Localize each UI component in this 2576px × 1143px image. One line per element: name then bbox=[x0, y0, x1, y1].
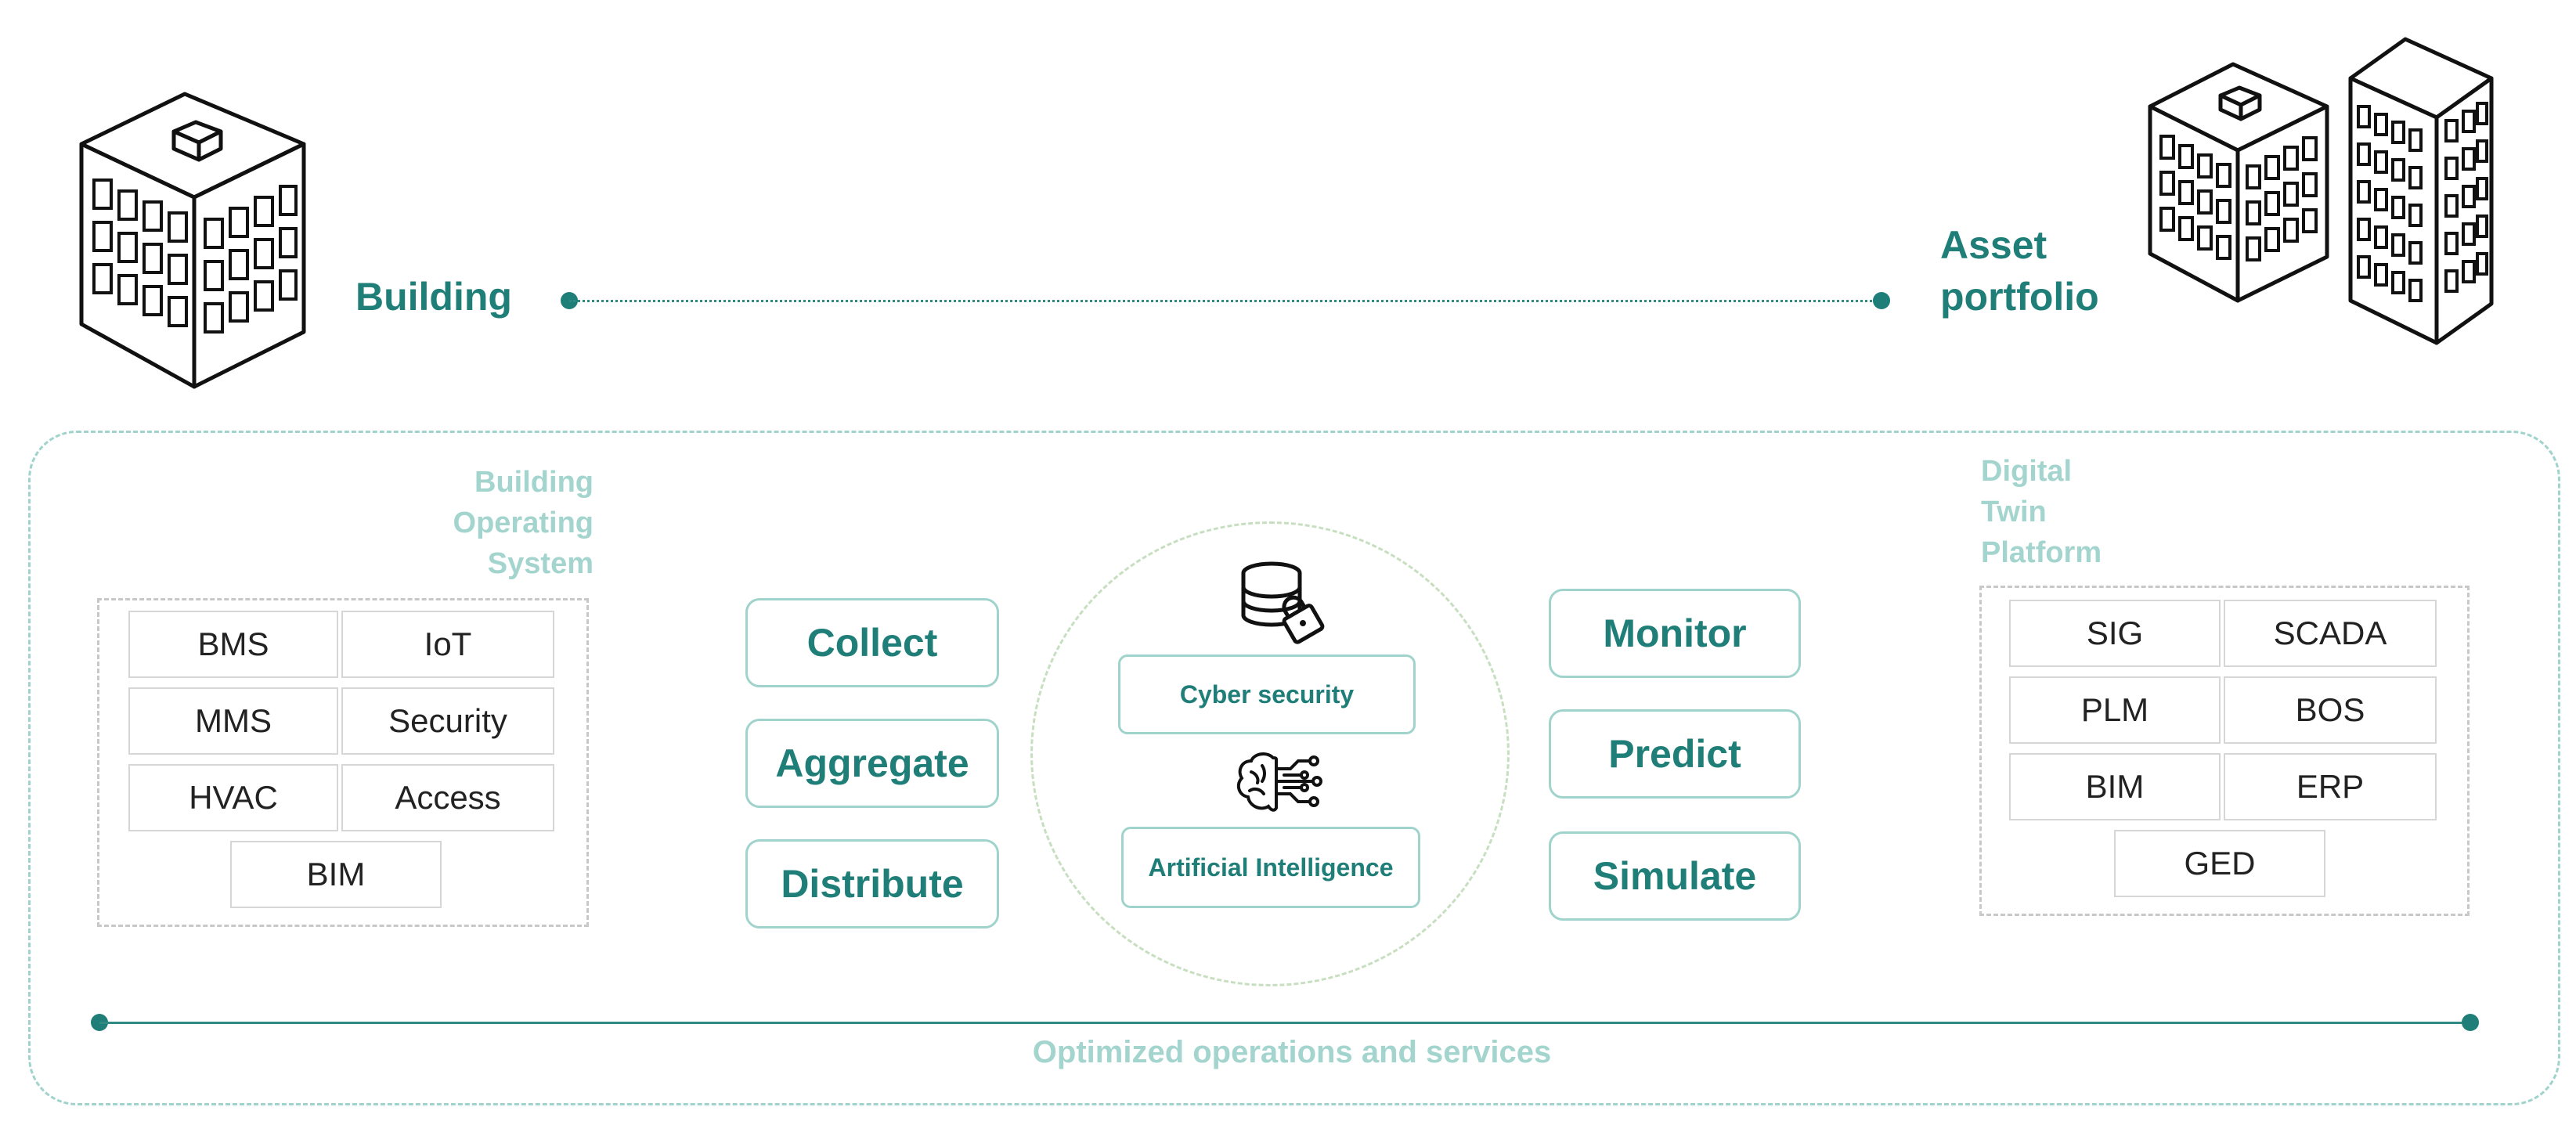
monitor-step: Monitor bbox=[1549, 589, 1801, 678]
bos-cell-hvac: HVAC bbox=[128, 764, 338, 831]
dtp-cell-bos: BOS bbox=[2224, 676, 2437, 744]
dtp-cell-erp: ERP bbox=[2224, 753, 2437, 820]
dtp-cell-scada: SCADA bbox=[2224, 600, 2437, 667]
bos-title: Building Operating System bbox=[453, 466, 593, 580]
dtp-box bbox=[1979, 586, 2470, 916]
building-label: Building bbox=[355, 275, 512, 319]
building-to-portfolio-line bbox=[569, 300, 1881, 302]
bos-box bbox=[97, 598, 589, 927]
cyber-security-box: Cyber security bbox=[1118, 654, 1416, 734]
database-lock-icon bbox=[1241, 561, 1325, 644]
dtp-cell-sig: SIG bbox=[2009, 600, 2221, 667]
platform-panel bbox=[28, 431, 2560, 1105]
bottom-line-end-dot bbox=[2462, 1014, 2479, 1031]
building-icon bbox=[79, 92, 306, 389]
timeline-end-dot bbox=[1873, 292, 1890, 309]
asset-portfolio-icon bbox=[2148, 37, 2494, 345]
simulate-step: Simulate bbox=[1549, 831, 1801, 921]
bos-cell-iot: IoT bbox=[341, 611, 554, 678]
ai-brain-icon bbox=[1236, 752, 1322, 812]
distribute-step: Distribute bbox=[745, 839, 999, 928]
bottom-line bbox=[99, 1022, 2469, 1024]
bos-cell-bim: BIM bbox=[230, 841, 442, 908]
dtp-cell-plm: PLM bbox=[2009, 676, 2221, 744]
aggregate-step: Aggregate bbox=[745, 719, 999, 808]
dtp-cell-bim: BIM bbox=[2009, 753, 2221, 820]
bos-cell-bms: BMS bbox=[128, 611, 338, 678]
artificial-intelligence-box: Artificial Intelligence bbox=[1121, 827, 1420, 908]
bos-cell-access: Access bbox=[341, 764, 554, 831]
dtp-cell-ged: GED bbox=[2114, 830, 2325, 897]
optimized-operations-label: Optimized operations and services bbox=[1032, 1035, 1552, 1069]
predict-step: Predict bbox=[1549, 709, 1801, 799]
dtp-title: Digital Twin Platform bbox=[1981, 455, 2102, 569]
bos-cell-mms: MMS bbox=[128, 687, 338, 755]
collect-step: Collect bbox=[745, 598, 999, 687]
asset-portfolio-label: Asset portfolio bbox=[1940, 223, 2099, 319]
bos-cell-security: Security bbox=[341, 687, 554, 755]
core-circle bbox=[1030, 521, 1510, 986]
